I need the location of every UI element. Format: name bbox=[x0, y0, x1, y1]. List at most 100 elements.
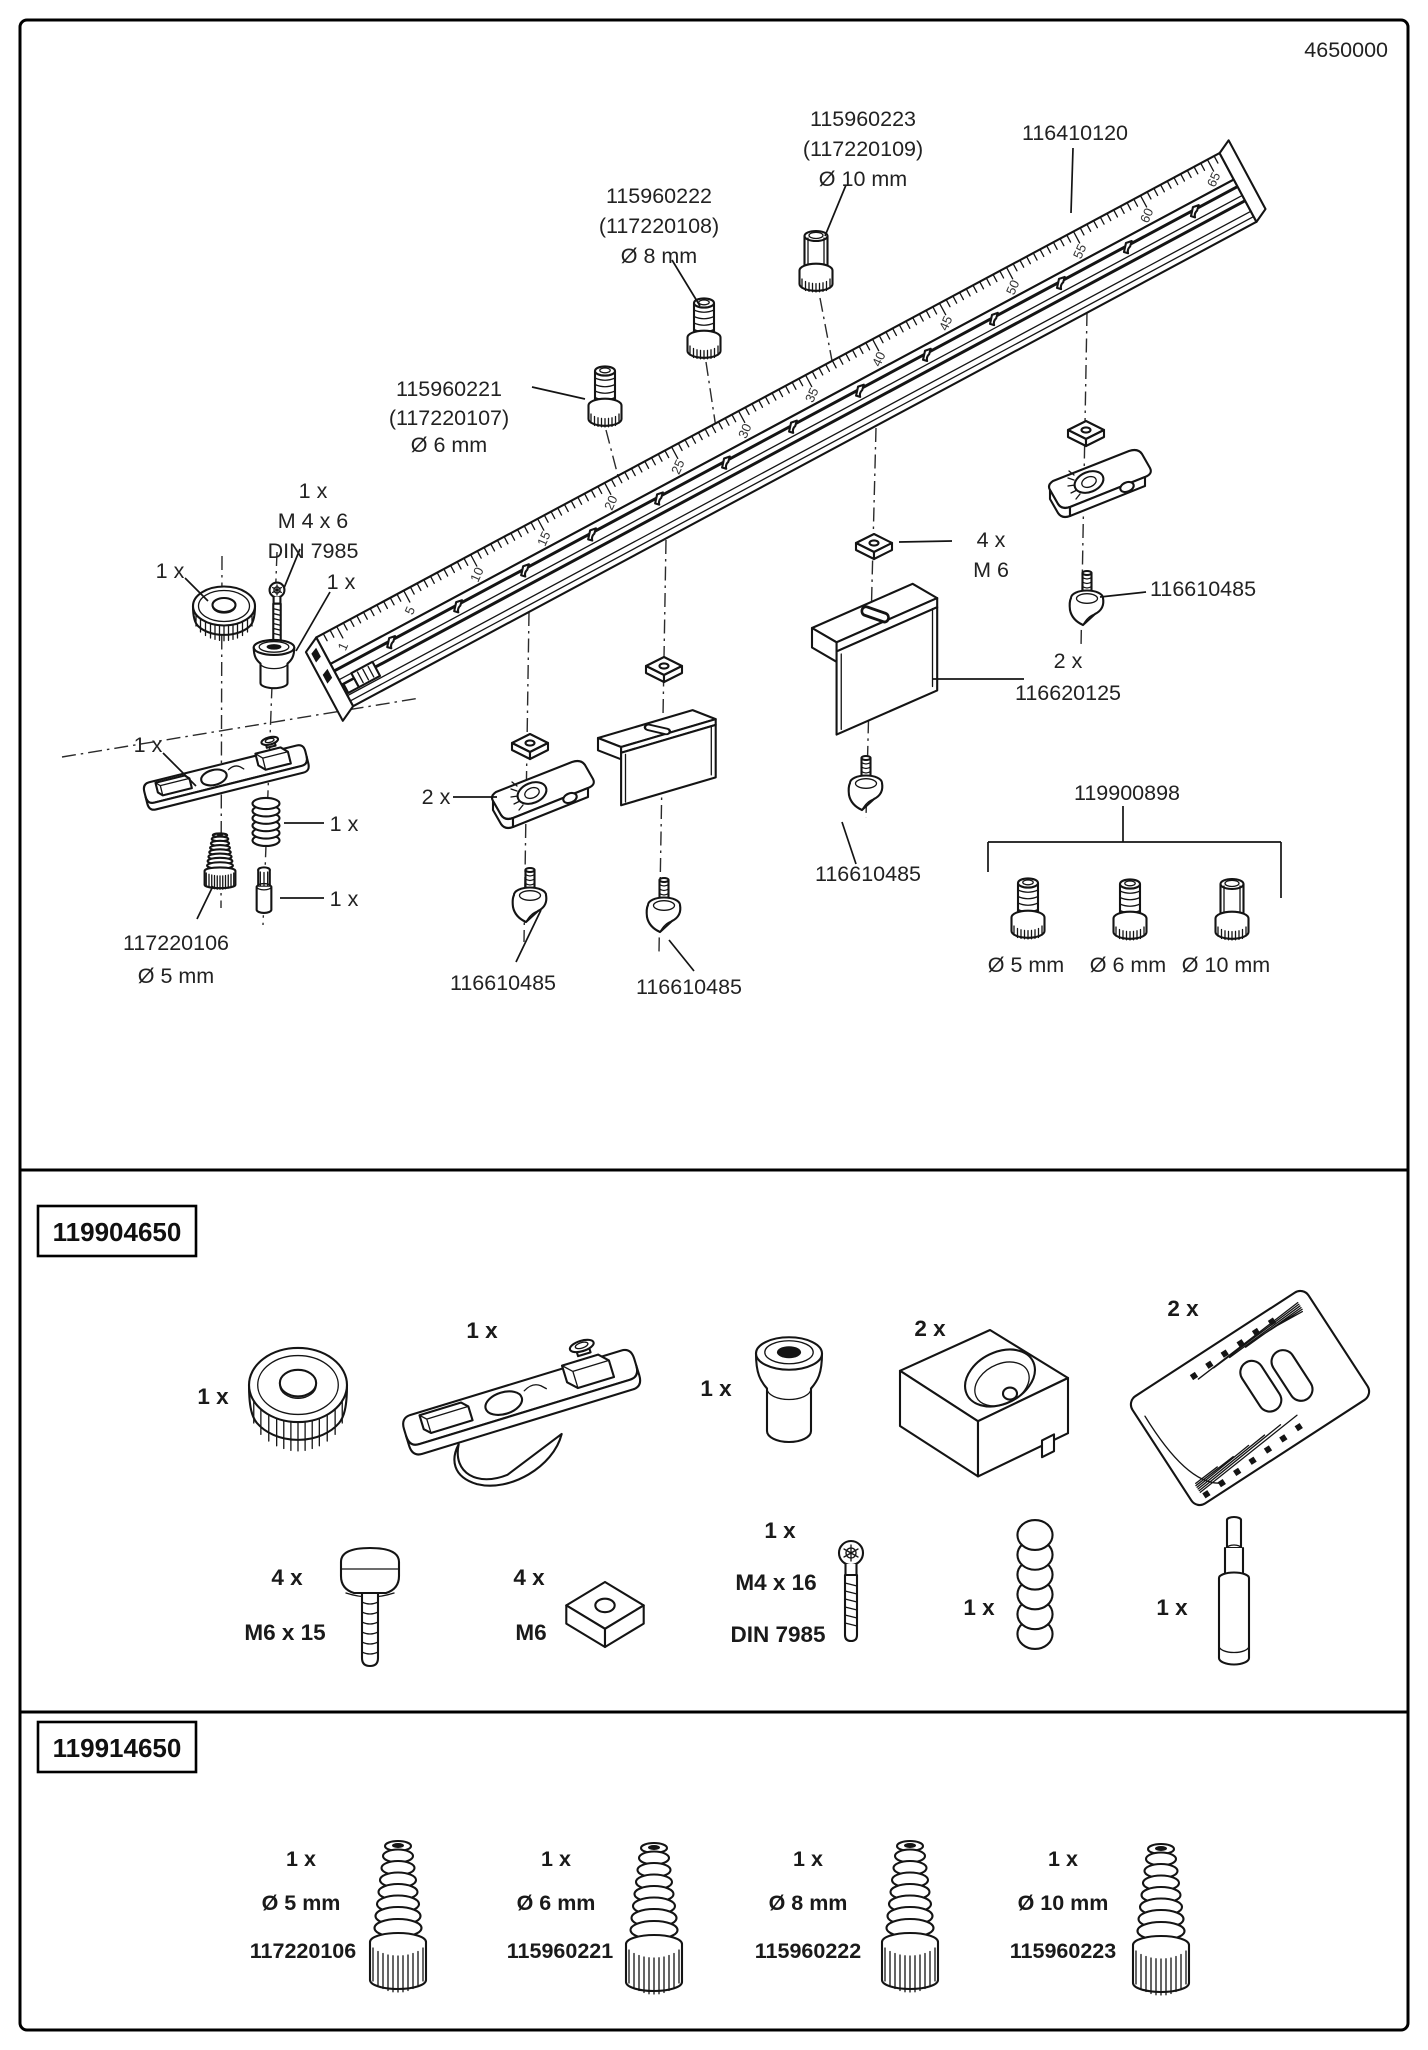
stop6-alt-label: (117220107) bbox=[389, 406, 509, 430]
pin-illustration bbox=[255, 866, 273, 915]
stopset-dia10-label: Ø 10 mm bbox=[1182, 953, 1270, 977]
spring-illustration bbox=[251, 796, 281, 848]
plate-qty-label: 2 x bbox=[1167, 1296, 1199, 1321]
foot-part-label: 116610485 bbox=[815, 862, 921, 886]
stop5-part-label: 117220106 bbox=[123, 931, 229, 955]
item-part-label: 117220106 bbox=[250, 1939, 356, 1963]
m4x16-qty-label: 1 x bbox=[764, 1518, 796, 1543]
set-code-box bbox=[36, 1204, 198, 1258]
set-code-box bbox=[36, 1720, 198, 1774]
cam-plate-illustration bbox=[1047, 448, 1152, 519]
small-knob-illustration bbox=[252, 638, 296, 690]
template-plate-illustration bbox=[1126, 1286, 1374, 1510]
foot-illustration bbox=[1068, 569, 1105, 627]
depth-stop-illustration bbox=[1131, 1842, 1191, 1997]
block-qty-label: 2 x bbox=[914, 1316, 946, 1341]
plate-qty-label: 2 x bbox=[422, 785, 451, 809]
stop10-part-label: 115960223 bbox=[810, 107, 916, 131]
svg-text:45: 45 bbox=[936, 314, 956, 333]
stop10-screw-illustration bbox=[798, 229, 834, 294]
item-dia-label: Ø 8 mm bbox=[769, 1891, 848, 1915]
item-dia-label: Ø 6 mm bbox=[517, 1891, 596, 1915]
stop-item-6mm: 1 x Ø 6 mm 115960221 bbox=[507, 1841, 684, 1996]
svg-text:35: 35 bbox=[802, 385, 822, 404]
foot-illustration bbox=[847, 754, 884, 812]
spring-qty-label: 1 x bbox=[963, 1595, 995, 1620]
slider-qty-label: 1 x bbox=[134, 733, 163, 757]
knob-qty-label: 1 x bbox=[197, 1384, 229, 1409]
nut-qty-label: 4 x bbox=[513, 1565, 545, 1590]
stop5-illustration bbox=[204, 832, 236, 890]
stop8-screw-illustration bbox=[686, 297, 722, 361]
item-qty-label: 1 x bbox=[793, 1847, 823, 1871]
square-nut-illustration bbox=[510, 732, 550, 761]
square-nut-m6-illustration bbox=[854, 532, 894, 561]
m4x16-size-label: M4 x 16 bbox=[735, 1570, 816, 1595]
stop-bracket-illustration bbox=[598, 710, 716, 805]
stop8-part-label: 115960222 bbox=[606, 184, 712, 208]
small-knob-illustration bbox=[756, 1337, 822, 1442]
thumbscrew-qty-label: 4 x bbox=[271, 1565, 303, 1590]
item-qty-label: 1 x bbox=[541, 1847, 571, 1871]
m4x6-din-label: DIN 7985 bbox=[268, 539, 359, 563]
knob-qty-label: 1 x bbox=[156, 559, 185, 583]
depth-stop-illustration bbox=[624, 1841, 684, 1996]
set-code: 119914650 bbox=[53, 1733, 182, 1763]
stop6-part-label: 115960221 bbox=[396, 377, 502, 401]
stop10-alt-label: (117220109) bbox=[803, 137, 923, 161]
set-code: 119904650 bbox=[53, 1217, 182, 1247]
stopset-dia6-label: Ø 6 mm bbox=[1090, 953, 1166, 977]
stopset-screw6-illustration bbox=[1112, 878, 1148, 942]
slider-illustration bbox=[392, 1325, 645, 1507]
stop6-screw-illustration bbox=[587, 365, 623, 429]
spring-illustration bbox=[1017, 1520, 1052, 1649]
nut-size-label: M 6 bbox=[973, 558, 1009, 582]
svg-text:40: 40 bbox=[869, 349, 889, 368]
foot-part-label: 116610485 bbox=[1150, 577, 1256, 601]
stopset-dia5-label: Ø 5 mm bbox=[988, 953, 1064, 977]
bracket-part-label: 116620125 bbox=[1015, 681, 1121, 705]
page-border bbox=[18, 18, 1410, 2032]
item-qty-label: 1 x bbox=[286, 1847, 316, 1871]
foot-part-label: 116610485 bbox=[450, 971, 556, 995]
foot-illustration bbox=[645, 876, 682, 934]
stop5-dia-label: Ø 5 mm bbox=[138, 964, 214, 988]
stopset-screw10-illustration bbox=[1214, 877, 1250, 942]
item-dia-label: Ø 5 mm bbox=[262, 1891, 341, 1915]
guide-block-illustration bbox=[898, 1328, 1070, 1478]
pivot-pin-illustration bbox=[1217, 1515, 1251, 1666]
leader-lines bbox=[162, 147, 1282, 972]
thumbscrew-size-label: M6 x 15 bbox=[244, 1620, 325, 1645]
svg-text:20: 20 bbox=[601, 493, 621, 512]
svg-text:25: 25 bbox=[668, 457, 688, 476]
bracket-qty-label: 2 x bbox=[1054, 649, 1083, 673]
depth-stop-illustration bbox=[368, 1839, 428, 1994]
set-119904650: 119904650 1 x 1 x 1 x 2 x 2 x 4 x M6 x 1… bbox=[36, 1204, 1374, 1668]
m4x16-screw-illustration bbox=[837, 1539, 865, 1643]
stop-item-5mm: 1 x Ø 5 mm 117220106 bbox=[250, 1839, 428, 1994]
item-part-label: 115960222 bbox=[755, 1939, 861, 1963]
depth-stop-illustration bbox=[880, 1839, 940, 1994]
item-qty-label: 1 x bbox=[1048, 1847, 1078, 1871]
stop8-dia-label: Ø 8 mm bbox=[621, 244, 697, 268]
smallknob-qty-label: 1 x bbox=[700, 1376, 732, 1401]
square-nut-illustration bbox=[1066, 419, 1106, 448]
pin-qty-label: 1 x bbox=[1156, 1595, 1188, 1620]
svg-text:10: 10 bbox=[467, 565, 487, 584]
stopset-part-label: 119900898 bbox=[1074, 781, 1180, 805]
stop-item-10mm: 1 x Ø 10 mm 115960223 bbox=[1010, 1842, 1191, 1997]
thumbscrew-illustration bbox=[339, 1546, 401, 1668]
svg-text:55: 55 bbox=[1070, 242, 1090, 261]
stop-bracket-illustration bbox=[812, 584, 937, 735]
svg-text:30: 30 bbox=[735, 421, 755, 440]
foot-part-label: 116610485 bbox=[636, 975, 742, 999]
svg-text:15: 15 bbox=[534, 529, 554, 548]
cam-plate-illustration bbox=[490, 759, 595, 830]
m4x6-size-label: M 4 x 6 bbox=[278, 509, 349, 533]
square-nut-illustration bbox=[566, 1582, 643, 1647]
item-part-label: 115960221 bbox=[507, 1939, 613, 1963]
